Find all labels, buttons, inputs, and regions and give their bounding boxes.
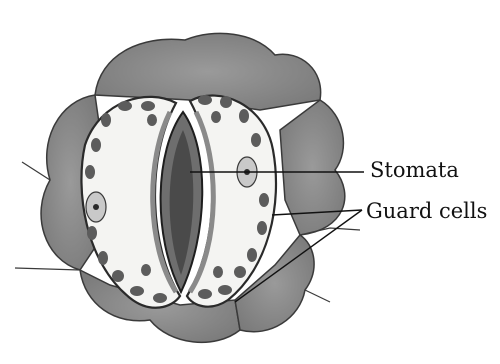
chloroplast xyxy=(112,270,124,282)
chloroplast xyxy=(218,285,232,295)
guard-cells-label: Guard cells xyxy=(366,199,487,223)
chloroplast xyxy=(257,221,267,235)
chloroplast xyxy=(130,286,144,296)
chloroplast xyxy=(141,264,151,276)
chloroplast xyxy=(239,109,249,123)
chloroplast xyxy=(234,266,246,278)
chloroplast xyxy=(98,251,108,265)
stomata-label: Stomata xyxy=(370,158,459,182)
cell-wall-line xyxy=(15,268,80,270)
chloroplast xyxy=(141,101,155,111)
chloroplast xyxy=(87,226,97,240)
chloroplast xyxy=(153,293,167,303)
chloroplast xyxy=(259,193,269,207)
nucleolus xyxy=(93,204,99,210)
chloroplast xyxy=(220,96,232,108)
chloroplast xyxy=(118,101,132,111)
cell-wall-line xyxy=(305,290,330,302)
cell-wall-line xyxy=(22,162,50,180)
chloroplast xyxy=(147,114,157,126)
chloroplast xyxy=(211,111,221,123)
chloroplast xyxy=(91,138,101,152)
chloroplast xyxy=(198,289,212,299)
chloroplast xyxy=(213,266,223,278)
chloroplast xyxy=(251,133,261,147)
chloroplast xyxy=(247,248,257,262)
epidermal-cell-right xyxy=(280,100,345,235)
chloroplast xyxy=(198,95,212,105)
chloroplast xyxy=(101,113,111,127)
chloroplast xyxy=(85,165,95,179)
